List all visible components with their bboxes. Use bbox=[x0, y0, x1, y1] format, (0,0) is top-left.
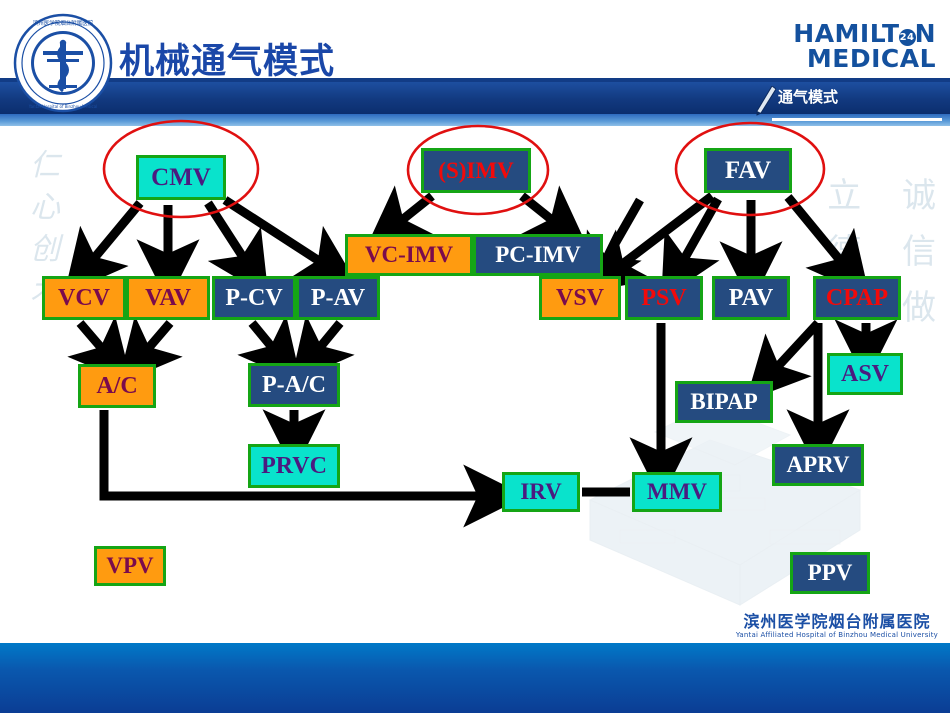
connector-ac-to-irv bbox=[99, 410, 527, 528]
node-label-asv: ASV bbox=[840, 360, 889, 387]
node-label-pcv: P-CV bbox=[225, 284, 283, 311]
node-psv[interactable]: PSV bbox=[625, 276, 703, 320]
node-cmv[interactable]: CMV bbox=[136, 155, 226, 200]
node-pav2[interactable]: P-AV bbox=[296, 276, 380, 320]
node-label-mmv: MMV bbox=[646, 479, 708, 504]
banner-label: 通气模式 bbox=[778, 88, 839, 106]
node-label-pcimv: PC-IMV bbox=[495, 242, 581, 267]
arrow-vcv-to-ac bbox=[67, 315, 133, 384]
arrow-simv-to-pcimv bbox=[519, 185, 589, 250]
node-aprv[interactable]: APRV bbox=[772, 444, 864, 486]
node-label-vcv: VCV bbox=[58, 284, 110, 311]
page-title: 机械通气模式 bbox=[119, 42, 336, 82]
node-label-cpap: CPAP bbox=[825, 284, 889, 311]
node-ppv[interactable]: PPV bbox=[790, 552, 870, 594]
arrow-cpap-to-bipap bbox=[745, 319, 822, 402]
node-label-bipap: BIPAP bbox=[690, 389, 758, 414]
node-irv[interactable]: IRV bbox=[502, 472, 580, 512]
node-mmv[interactable]: MMV bbox=[632, 472, 722, 512]
node-label-fav: FAV bbox=[724, 156, 772, 184]
svg-text:Yantai Hospital of Binzhou Med: Yantai Hospital of Binzhou Medical bbox=[28, 104, 98, 109]
node-label-vav: VAV bbox=[145, 284, 191, 311]
pen-icon bbox=[756, 86, 776, 116]
brand-line-1: HAMILT24N bbox=[793, 19, 936, 48]
node-vav[interactable]: VAV bbox=[126, 276, 210, 320]
node-cpap[interactable]: CPAP bbox=[813, 276, 901, 320]
node-label-prvc: PRVC bbox=[261, 452, 327, 479]
node-vcv[interactable]: VCV bbox=[42, 276, 126, 320]
node-pcimv[interactable]: PC-IMV bbox=[473, 234, 603, 276]
node-bipap[interactable]: BIPAP bbox=[675, 381, 773, 423]
footer-hospital-logo: 滨州医学院烟台附属医院 Yantai Affiliated Hospital o… bbox=[736, 613, 938, 639]
node-vpv[interactable]: VPV bbox=[94, 546, 166, 586]
arrow-pcimv-to-vsv bbox=[583, 197, 644, 300]
node-label-vcimv: VC-IMV bbox=[364, 242, 454, 267]
arrow-fav-to-cpap bbox=[784, 194, 870, 297]
node-simv[interactable]: (S)IMV bbox=[421, 148, 531, 193]
brand-hamilton-text-end: N bbox=[914, 19, 936, 48]
node-label-psv: PSV bbox=[641, 284, 687, 311]
node-label-ppv: PPV bbox=[807, 560, 853, 585]
footer-band bbox=[0, 643, 950, 713]
arrow-pcv-to-pac bbox=[237, 314, 302, 384]
node-label-cmv: CMV bbox=[151, 163, 211, 191]
node-fav[interactable]: FAV bbox=[704, 148, 792, 193]
hamilton-medical-logo: HAMILT24N MEDICAL bbox=[793, 19, 936, 73]
node-label-irv: IRV bbox=[520, 479, 562, 504]
arrow-pav-to-pac bbox=[290, 314, 355, 384]
node-label-pac: P-A/C bbox=[262, 371, 326, 398]
node-label-pav2: P-AV bbox=[310, 284, 366, 311]
footer-hospital-en: Yantai Affiliated Hospital of Binzhou Me… bbox=[735, 630, 938, 639]
node-pav[interactable]: PAV bbox=[712, 276, 790, 320]
node-pcv[interactable]: P-CV bbox=[212, 276, 296, 320]
node-ac[interactable]: A/C bbox=[78, 364, 156, 408]
node-label-pav: PAV bbox=[728, 284, 774, 311]
hamilton-o-mark: 24 bbox=[898, 29, 916, 46]
node-label-vpv: VPV bbox=[106, 553, 154, 578]
footer-hospital-zh: 滨州医学院烟台附属医院 bbox=[743, 612, 931, 631]
node-label-aprv: APRV bbox=[786, 452, 850, 477]
header-band bbox=[0, 82, 950, 114]
node-label-ac: A/C bbox=[96, 372, 138, 399]
svg-text:滨州医学院烟台附属医院: 滨州医学院烟台附属医院 bbox=[33, 19, 94, 27]
arrow-cmv-to-vcv bbox=[64, 200, 144, 295]
header-divider bbox=[0, 78, 950, 82]
node-vsv[interactable]: VSV bbox=[539, 276, 621, 320]
node-label-vsv: VSV bbox=[555, 284, 604, 311]
banner-underline bbox=[772, 118, 942, 121]
node-prvc[interactable]: PRVC bbox=[248, 444, 340, 488]
arrow-simv-to-vcimv bbox=[365, 185, 435, 250]
node-label-simv: (S)IMV bbox=[438, 157, 514, 183]
brand-line-2: MEDICAL bbox=[806, 43, 936, 73]
brand-hamilton-text: HAMILT bbox=[793, 19, 900, 48]
node-asv[interactable]: ASV bbox=[827, 353, 903, 395]
node-pac[interactable]: P-A/C bbox=[248, 363, 340, 407]
node-vcimv[interactable]: VC-IMV bbox=[345, 234, 473, 276]
hospital-seal-logo: 滨州医学院烟台附属医院 Yantai Hospital of Binzhou M… bbox=[13, 13, 113, 113]
arrow-vav-to-ac bbox=[117, 315, 183, 384]
